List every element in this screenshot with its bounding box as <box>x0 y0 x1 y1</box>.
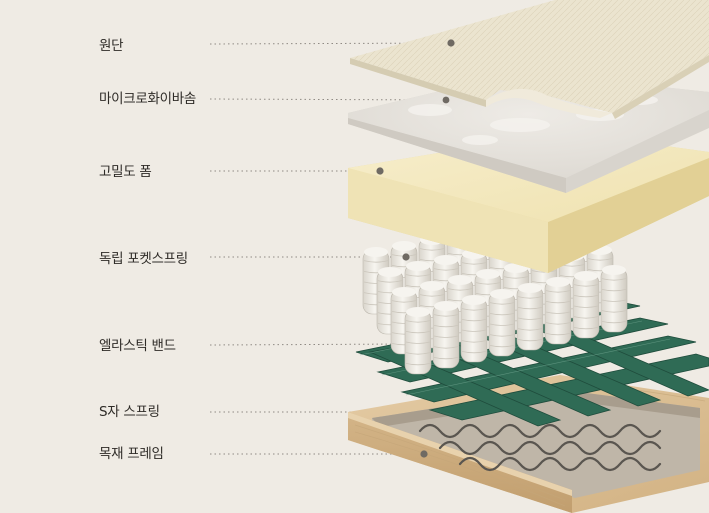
marker-dot-foam <box>376 167 384 175</box>
label-micro-fiber: 마이크로화이바솜 <box>99 91 196 107</box>
leader-line-fiber <box>209 98 447 101</box>
pocket-spring-coil <box>404 307 432 375</box>
pocket-spring-coil <box>600 265 628 333</box>
pocket-spring-coil <box>572 271 600 339</box>
pocket-spring-coil <box>488 289 516 357</box>
pocket-spring-coil <box>432 301 460 369</box>
marker-dot-fiber <box>442 96 450 104</box>
s-springs <box>418 423 662 472</box>
marker-dot-pocket-spring <box>402 253 410 261</box>
pocket-spring-coil <box>544 277 572 345</box>
fabric-layer <box>350 0 709 119</box>
marker-dot-fabric <box>447 39 455 47</box>
label-s-spring: S자 스프링 <box>99 404 160 420</box>
label-pocket-spring: 독립 포켓스프링 <box>99 251 188 267</box>
pocket-spring-coil <box>460 295 488 363</box>
layer-marker-dots <box>376 39 455 458</box>
leader-line-band <box>209 343 411 346</box>
label-fabric: 원단 <box>99 38 124 54</box>
label-high-density-foam: 고밀도 폼 <box>99 164 152 180</box>
label-elastic-band: 엘라스틱 밴드 <box>99 338 176 354</box>
pocket-spring-coil <box>516 283 544 351</box>
marker-dot-frame <box>420 450 428 458</box>
label-wood-frame: 목재 프레임 <box>99 446 164 462</box>
